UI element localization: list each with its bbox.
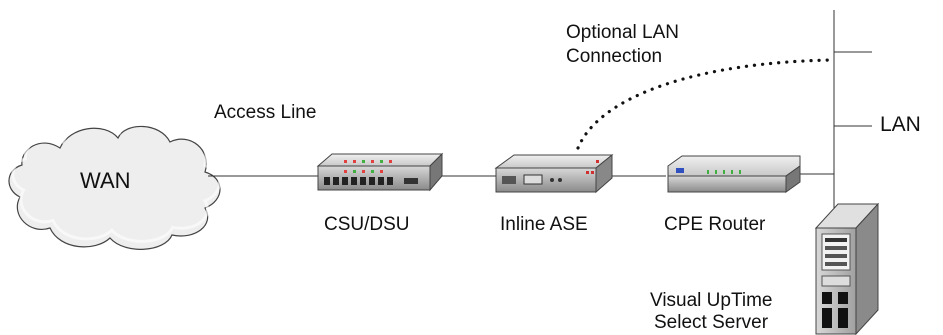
server-label-line2: Select Server bbox=[654, 312, 769, 333]
optional-lan-connection-label-line1: Optional LAN bbox=[566, 22, 680, 43]
server-tower-icon bbox=[814, 202, 880, 335]
wan-cloud-icon bbox=[8, 119, 222, 250]
wan-label: WAN bbox=[80, 168, 131, 193]
server-label-line1: Visual UpTime bbox=[650, 290, 773, 311]
csu-dsu-label: CSU/DSU bbox=[324, 214, 410, 235]
cpe-router-icon bbox=[667, 155, 801, 193]
csu-dsu-icon bbox=[316, 152, 444, 192]
inline-ase-icon bbox=[494, 153, 614, 194]
inline-ase-label: Inline ASE bbox=[500, 214, 588, 235]
optional-lan-connection-label-line2: Connection bbox=[566, 46, 663, 67]
access-line-label: Access Line bbox=[214, 102, 317, 123]
lan-label: LAN bbox=[880, 113, 921, 136]
optional-lan-connection-line bbox=[576, 58, 836, 150]
cpe-router-label: CPE Router bbox=[664, 214, 766, 235]
connection-lines bbox=[208, 10, 872, 208]
